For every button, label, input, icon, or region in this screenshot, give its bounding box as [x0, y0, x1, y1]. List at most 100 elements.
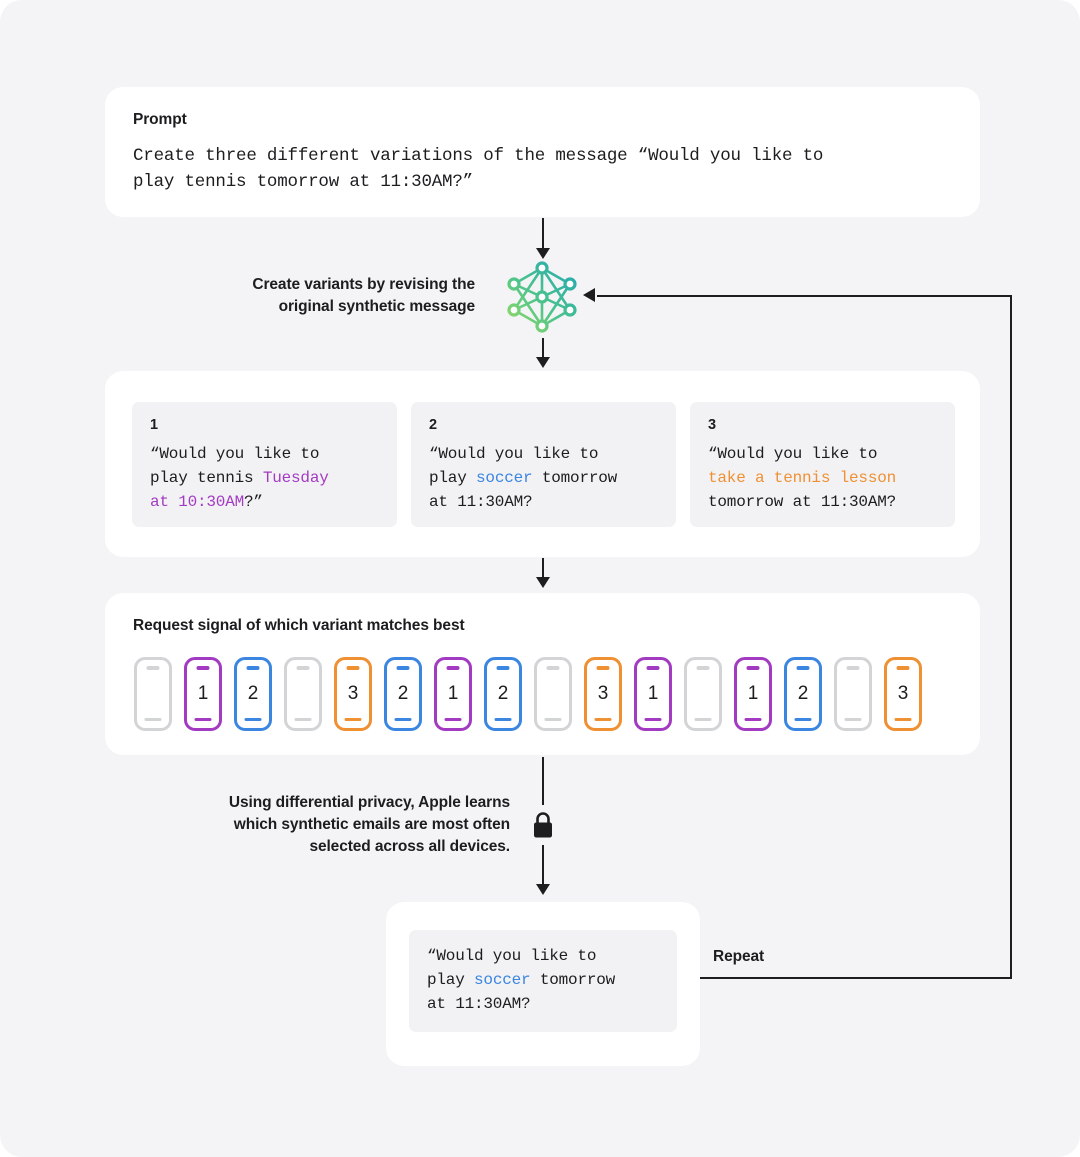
device-variant-number: 2	[247, 683, 259, 704]
device-frame	[684, 657, 722, 731]
neural-network-icon	[503, 258, 581, 336]
device-notch	[196, 666, 210, 670]
device-notch	[446, 666, 460, 670]
variant-text-prefix: “Would you like to play	[429, 445, 599, 487]
device-unselected[interactable]	[828, 657, 878, 731]
device-notch	[396, 666, 410, 670]
device-notch	[496, 666, 510, 670]
device-selected-3[interactable]: 3	[578, 657, 628, 731]
device-selected-2[interactable]: 2	[378, 657, 428, 731]
feedback-loop-horizontal	[597, 295, 1012, 297]
device-notch	[746, 666, 760, 670]
device-home-bar	[894, 717, 912, 721]
device-selected-2[interactable]: 2	[228, 657, 278, 731]
differential-privacy-label: Using differential privacy, Apple learns…	[228, 794, 510, 855]
device-home-bar	[794, 717, 812, 721]
device-notch	[146, 666, 160, 670]
device-home-bar	[394, 717, 412, 721]
device-variant-number: 1	[747, 683, 759, 704]
revise-step-label: Create variants by revising the original…	[252, 276, 475, 315]
device-home-bar	[444, 717, 462, 721]
device-unselected[interactable]	[528, 657, 578, 731]
variant-number: 2	[429, 417, 438, 433]
device-frame	[634, 657, 672, 731]
lock-icon	[531, 810, 555, 840]
device-variant-number: 1	[197, 683, 209, 704]
device-selected-1[interactable]: 1	[178, 657, 228, 731]
device-frame	[434, 657, 472, 731]
device-home-bar	[494, 717, 512, 721]
device-frame	[884, 657, 922, 731]
variant-text: “Would you like to play soccer tomorrow …	[429, 442, 658, 514]
device-selected-3[interactable]: 3	[878, 657, 928, 731]
device-variant-number: 3	[897, 683, 909, 704]
device-home-bar	[844, 717, 862, 721]
device-home-bar	[344, 717, 362, 721]
device-home-bar	[144, 717, 162, 721]
variant-text-suffix: tomorrow at 11:30AM?	[708, 493, 897, 511]
device-frame	[134, 657, 172, 731]
prompt-text: Create three different variations of the…	[133, 146, 824, 192]
device-selected-1[interactable]: 1	[728, 657, 778, 731]
device-home-bar	[744, 717, 762, 721]
devices-title: Request signal of which variant matches …	[133, 617, 465, 634]
variant-text-prefix: “Would you like to	[708, 445, 878, 463]
device-home-bar	[294, 717, 312, 721]
device-notch	[596, 666, 610, 670]
device-frame	[184, 657, 222, 731]
device-selected-3[interactable]: 3	[328, 657, 378, 731]
arrow-lock-to-final-head	[536, 884, 550, 895]
prompt-label: Prompt	[133, 111, 187, 128]
device-selected-1[interactable]: 1	[628, 657, 678, 731]
variants-panel: 1 “Would you like to play tennis Tuesday…	[105, 371, 980, 557]
final-text-suffix: tomorrow at 11:30AM?	[427, 971, 616, 1013]
device-unselected[interactable]	[128, 657, 178, 731]
device-unselected[interactable]	[278, 657, 328, 731]
variant-card: 3 “Would you like to take a tennis lesso…	[690, 402, 955, 527]
device-variant-number: 1	[447, 683, 459, 704]
device-selected-1[interactable]: 1	[428, 657, 478, 731]
device-variant-number: 3	[597, 683, 609, 704]
device-home-bar	[194, 717, 212, 721]
device-notch	[696, 666, 710, 670]
device-frame	[384, 657, 422, 731]
device-selected-2[interactable]: 2	[478, 657, 528, 731]
variant-text-highlight: Tuesday at 10:30AM	[150, 469, 329, 511]
device-home-bar	[594, 717, 612, 721]
device-notch	[846, 666, 860, 670]
device-notch	[246, 666, 260, 670]
feedback-loop-vertical	[1010, 295, 1012, 979]
device-frame	[334, 657, 372, 731]
device-variant-number: 2	[497, 683, 509, 704]
final-result-card: “Would you like to play soccer tomorrow …	[409, 930, 677, 1032]
device-frame	[534, 657, 572, 731]
arrow-prompt-to-model-head	[536, 248, 550, 259]
device-home-bar	[694, 717, 712, 721]
device-notch	[646, 666, 660, 670]
final-result-text: “Would you like to play soccer tomorrow …	[427, 944, 659, 1016]
device-home-bar	[544, 717, 562, 721]
variant-card: 2 “Would you like to play soccer tomorro…	[411, 402, 676, 527]
variant-text-highlight: take a tennis lesson	[708, 469, 897, 487]
variant-text-highlight: soccer	[476, 469, 533, 487]
device-variant-number: 1	[647, 683, 659, 704]
feedback-loop-bottom	[697, 977, 1012, 979]
device-unselected[interactable]	[678, 657, 728, 731]
variant-text-prefix: “Would you like to play tennis	[150, 445, 320, 487]
device-frame	[834, 657, 872, 731]
variant-text: “Would you like to play tennis Tuesday a…	[150, 442, 379, 514]
device-frame	[734, 657, 772, 731]
arrow-devices-to-lock-line	[542, 757, 544, 805]
variant-text: “Would you like to take a tennis lesson …	[708, 442, 937, 514]
device-home-bar	[244, 717, 262, 721]
device-notch	[296, 666, 310, 670]
arrow-model-to-variants-head	[536, 357, 550, 368]
device-notch	[796, 666, 810, 670]
device-notch	[896, 666, 910, 670]
arrow-variants-to-devices-head	[536, 577, 550, 588]
device-selected-2[interactable]: 2	[778, 657, 828, 731]
device-notch	[546, 666, 560, 670]
device-frame	[784, 657, 822, 731]
